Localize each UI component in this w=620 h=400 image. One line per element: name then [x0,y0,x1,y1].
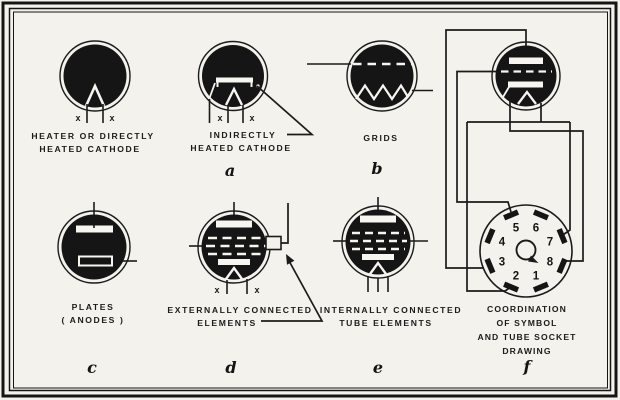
heater-filament-icon [224,86,244,106]
tube-symbol-internally-connected: INTERNALLY CONNECTED TUBE ELEMENTS e [320,197,462,377]
plate-wire [445,29,527,269]
symbol-socket-coordination: 1 2 3 4 5 6 7 8 COORDINATION OF SYMBOL A… [445,29,584,376]
socket-pin-numbers: 1 2 3 4 5 6 7 8 [499,223,554,283]
pin-3-number: 3 [499,257,505,269]
cathode-wire [509,101,584,262]
plate-bar-icon [216,220,252,228]
panel-e-label-line1: INTERNALLY CONNECTED [320,305,462,315]
pin-8-number: 8 [547,257,554,269]
panel-b-label: GRIDS [363,133,398,143]
heater-terminal-mark: x [254,285,259,295]
heater-filament-icon [84,82,106,107]
tube-symbol-complete [491,41,561,111]
grid-rows-icon [350,231,407,251]
panel-f-label-line3: AND TUBE SOCKET [477,332,576,342]
figure-letter-b: b [371,159,382,178]
tube-symbol-directly-heated-cathode: x x HEATER OR DIRECTLY HEATED CATHODE [31,40,154,154]
pin-7-number: 7 [547,237,553,249]
panel-a2-label-line1: INDIRECTLY [210,130,277,140]
figure-letter-e: e [373,358,383,377]
heater-filament-icon [369,260,387,275]
socket-key-icon [515,239,539,263]
panel-a2-label-line2: HEATED CATHODE [190,143,291,153]
panel-c-label-line1: PLATES [72,302,115,312]
grid-rows-icon [206,236,266,256]
external-callout-arrow [261,254,324,322]
cathode-bar-icon [362,254,394,260]
panel-f-label-line4: DRAWING [502,346,551,356]
connection-wires [445,29,584,292]
figure-letter-c: c [87,358,97,377]
heater-terminal-mark: x [75,113,80,123]
cathode-bar-icon [218,259,250,265]
pin-2-number: 2 [513,271,519,283]
panel-f-label-line2: OF SYMBOL [497,318,558,328]
plate-outline-icon [78,255,113,267]
pin-4-number: 4 [499,237,506,249]
grid-zigzag-icon [355,83,409,101]
tube-symbol-grids: GRIDS b [307,40,433,178]
panel-a1-label-line1: HEATER OR DIRECTLY [31,131,154,141]
plate-bar-icon [509,57,543,64]
figure-letter-d: d [225,358,236,377]
pin-1-number: 1 [533,271,540,283]
panel-d-label-line2: ELEMENTS [197,318,257,328]
panel-f-label-line1: COORDINATION [487,304,567,314]
panel-c-label-line2: ( ANODES ) [62,315,125,325]
grid-wire [456,70,512,213]
socket-pin-marks [484,209,568,293]
panel-a1-label-line2: HEATED CATHODE [39,144,140,154]
heater-filament-icon [225,265,243,280]
external-cap-connection [265,203,289,251]
cathode-bar-icon [216,77,253,87]
cathode-bar-icon [508,81,543,88]
figure-letter-a: a [225,161,235,180]
plate-bar-icon [76,225,113,233]
plate-bar-icon [360,215,396,223]
panel-e-label-line2: TUBE ELEMENTS [339,318,432,328]
heater-filament-icon [517,90,537,105]
panel-d-label-line1: EXTERNALLY CONNECTED [167,305,312,315]
figure-letter-f: f [523,357,534,376]
tube-symbol-plates: PLATES ( ANODES ) c [57,202,137,377]
heater-terminal-mark: x [217,113,222,123]
pin-6-number: 6 [533,223,539,235]
tube-symbol-externally-connected: x x EXTERNALLY CONNECTED ELEMENTS d [167,202,324,377]
pin-5-number: 5 [513,223,520,235]
tube-symbol-indirectly-heated-cathode: x x INDIRECTLY HEATED CATHODE a [190,40,315,180]
heater-terminal-mark: x [249,113,254,123]
heater-terminal-mark: x [109,113,114,123]
heater-terminal-mark: x [214,285,219,295]
cathode-callout-line [256,84,315,136]
tube-socket-drawing: 1 2 3 4 5 6 7 8 [479,204,573,298]
